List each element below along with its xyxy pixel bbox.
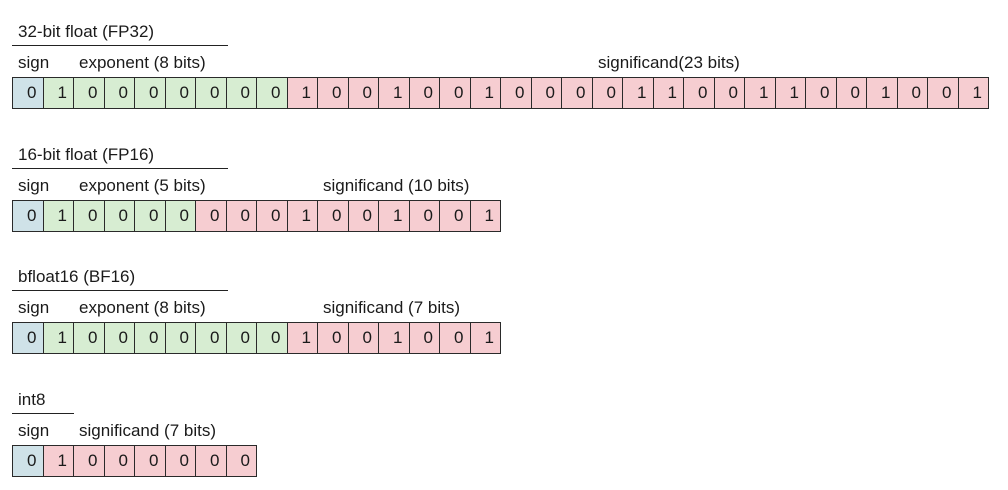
significand-bit: 0 (897, 78, 928, 108)
sign-bit: 0 (13, 201, 44, 231)
significand-bit: 1 (623, 78, 654, 108)
significand-bit: 1 (470, 201, 501, 231)
significand-bit: 0 (562, 78, 593, 108)
exponent-bit: 1 (43, 201, 74, 231)
significand-bit: 0 (531, 78, 562, 108)
sign-label: sign (18, 53, 50, 72)
significand-bit: 0 (196, 446, 227, 476)
exponent-bit: 0 (257, 78, 288, 108)
exponent-bit: 0 (165, 201, 196, 231)
significand-bit: 1 (470, 78, 501, 108)
exponent-bit: 0 (74, 78, 105, 108)
significand-label: significand (7 bits) (323, 298, 461, 317)
significand-bit: 0 (135, 446, 166, 476)
exponent-bit: 0 (135, 78, 166, 108)
significand-bit: 1 (958, 78, 989, 108)
exponent-bit: 0 (165, 78, 196, 108)
format-title: 32-bit float (FP32) (12, 22, 228, 46)
significand-bit: 0 (104, 446, 135, 476)
significand-bit: 1 (379, 323, 410, 353)
exponent-bit: 0 (165, 323, 196, 353)
significand-bit: 1 (653, 78, 684, 108)
sign-label: sign (18, 298, 50, 317)
significand-bit: 0 (440, 78, 471, 108)
significand-bit: 0 (409, 201, 440, 231)
exponent-bit: 0 (257, 323, 288, 353)
significand-bit: 0 (440, 323, 471, 353)
significand-bit: 0 (318, 78, 349, 108)
significand-label: significand (7 bits) (79, 421, 217, 440)
sign-bit: 0 (13, 78, 44, 108)
significand-bit: 1 (775, 78, 806, 108)
significand-bit: 0 (592, 78, 623, 108)
exponent-bit: 0 (226, 78, 257, 108)
significand-bit: 0 (318, 201, 349, 231)
significand-bit: 0 (806, 78, 837, 108)
significand-bit: 0 (74, 446, 105, 476)
exponent-bit: 0 (104, 78, 135, 108)
significand-bit: 1 (745, 78, 776, 108)
format-title: 16-bit float (FP16) (12, 145, 228, 169)
exponent-label: exponent (5 bits) (79, 176, 206, 195)
significand-bit: 0 (226, 446, 257, 476)
exponent-bit: 0 (104, 201, 135, 231)
significand-bit: 0 (440, 201, 471, 231)
significand-label: significand(23 bits) (598, 53, 740, 72)
exponent-bit: 0 (135, 323, 166, 353)
significand-bit: 0 (165, 446, 196, 476)
significand-bit: 1 (43, 446, 74, 476)
significand-bit: 0 (501, 78, 532, 108)
significand-bit: 1 (867, 78, 898, 108)
sign-bit: 0 (13, 323, 44, 353)
exponent-bit: 1 (43, 78, 74, 108)
exponent-bit: 1 (43, 323, 74, 353)
sign-label: sign (18, 421, 50, 440)
significand-bit: 1 (379, 78, 410, 108)
exponent-bit: 0 (74, 323, 105, 353)
significand-bit: 0 (226, 201, 257, 231)
significand-bit: 1 (287, 78, 318, 108)
exponent-bit: 0 (226, 323, 257, 353)
significand-label: significand (10 bits) (323, 176, 470, 195)
sign-bit: 0 (13, 446, 44, 476)
significand-bit: 1 (470, 323, 501, 353)
significand-bit: 0 (348, 323, 379, 353)
sign-label: sign (18, 176, 50, 195)
exponent-label: exponent (8 bits) (79, 298, 206, 317)
exponent-bit: 0 (196, 78, 227, 108)
format-title: bfloat16 (BF16) (12, 267, 228, 291)
significand-bit: 0 (684, 78, 715, 108)
exponent-bit: 0 (196, 323, 227, 353)
significand-bit: 0 (257, 201, 288, 231)
significand-bit: 0 (409, 78, 440, 108)
significand-bit: 1 (287, 323, 318, 353)
significand-bit: 0 (348, 78, 379, 108)
significand-bit: 0 (348, 201, 379, 231)
significand-bit: 1 (287, 201, 318, 231)
significand-bit: 0 (714, 78, 745, 108)
format-title: int8 (12, 390, 74, 414)
exponent-label: exponent (8 bits) (79, 53, 206, 72)
significand-bit: 0 (836, 78, 867, 108)
exponent-bit: 0 (104, 323, 135, 353)
exponent-bit: 0 (135, 201, 166, 231)
exponent-bit: 0 (74, 201, 105, 231)
significand-bit: 0 (928, 78, 959, 108)
significand-bit: 0 (318, 323, 349, 353)
significand-bit: 1 (379, 201, 410, 231)
significand-bit: 0 (409, 323, 440, 353)
significand-bit: 0 (196, 201, 227, 231)
